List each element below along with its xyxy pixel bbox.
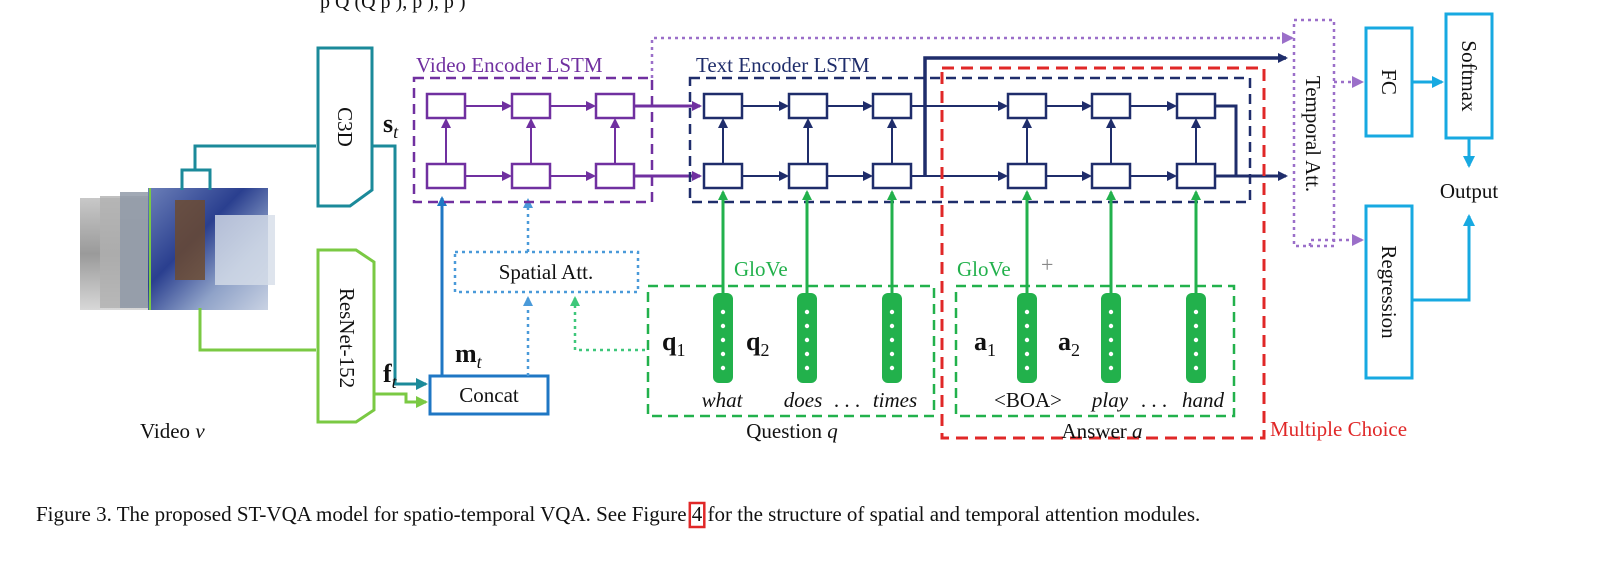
output-label: Output — [1440, 179, 1499, 203]
answer-embedding-dots — [1024, 309, 1199, 371]
fc-label: FC — [1377, 69, 1401, 95]
concat-box — [428, 374, 550, 416]
crosshair-cursor: + — [1041, 252, 1053, 277]
text-encoder-frame — [688, 76, 1252, 204]
regression-label: Regression — [1377, 245, 1401, 339]
answer-dots: . . . — [1141, 388, 1167, 412]
c3d-label: C3D — [333, 107, 357, 147]
figure-ref-box — [688, 501, 706, 529]
text-encoder-label: Text Encoder LSTM — [696, 53, 870, 77]
answer-to-encoder-arrows — [1022, 190, 1201, 293]
video-encoder-frame — [412, 76, 654, 204]
question-label: Question q — [746, 419, 838, 443]
regression-box — [1364, 204, 1414, 380]
top-cut-text: p Q (Q p ), p ), p ) — [320, 0, 466, 13]
word-hand: hand — [1182, 388, 1225, 412]
resnet-block — [316, 248, 376, 424]
q2-label: q2 — [746, 327, 769, 360]
question-dots: . . . — [834, 388, 860, 412]
question-embedding-dots — [720, 309, 895, 371]
softmax-label: Softmax — [1457, 40, 1481, 112]
c3d-to-concat-arrow — [372, 144, 428, 390]
figure-ref-link[interactable]: 4 — [692, 502, 703, 526]
figure-caption: Figure 3. The proposed ST-VQA model for … — [36, 502, 1200, 526]
c3d-block — [316, 46, 374, 208]
temporal-att-box — [1292, 18, 1336, 248]
text-encoder-cells — [702, 92, 1217, 190]
glove-q-label: GloVe — [734, 257, 788, 281]
video-encoder-label: Video Encoder LSTM — [416, 53, 603, 77]
multiple-choice-frame — [940, 66, 1266, 440]
word-does: does — [784, 388, 823, 412]
glove-a-label: GloVe — [957, 257, 1011, 281]
resnet-to-concat-arrow — [374, 392, 428, 408]
fc-box — [1364, 26, 1414, 138]
temporal-att-label: Temporal Att. — [1301, 76, 1325, 192]
text-encoder-to-temporal-bottom-arrow — [1215, 104, 1288, 181]
video-encoder-cells — [425, 92, 702, 190]
video-frames-image — [80, 188, 275, 310]
concat-label: Concat — [459, 383, 519, 407]
answer-frame — [954, 284, 1236, 418]
c3d-input-bracket — [180, 144, 316, 190]
word-play: play — [1090, 388, 1129, 412]
question-to-spatial-arrow — [570, 296, 645, 352]
a2-label: a2 — [1058, 327, 1080, 360]
a1-label: a1 — [974, 327, 996, 360]
resnet-label: ResNet-152 — [335, 288, 359, 388]
regression-to-output-arrow — [1412, 214, 1475, 302]
text-encoder-to-temporal-top-arrow — [923, 53, 1288, 176]
frames-to-resnet-line — [198, 308, 316, 352]
s-t-label: st — [383, 109, 399, 142]
word-boa: <BOA> — [994, 388, 1062, 412]
spatial-att-box — [453, 250, 640, 294]
word-times: times — [873, 388, 917, 412]
q1-label: q1 — [662, 327, 685, 360]
temporal-to-regression-arrow — [1308, 234, 1364, 246]
word-what: what — [702, 388, 744, 412]
spatial-att-label: Spatial Att. — [499, 260, 594, 284]
multiple-choice-label: Multiple Choice — [1270, 417, 1407, 441]
answer-label: Answer a — [1061, 419, 1142, 443]
question-to-encoder-arrows — [718, 190, 897, 293]
f-t-label: ft — [383, 359, 398, 392]
video-label: Video v — [140, 419, 205, 443]
m-t-label: mt — [455, 339, 483, 372]
